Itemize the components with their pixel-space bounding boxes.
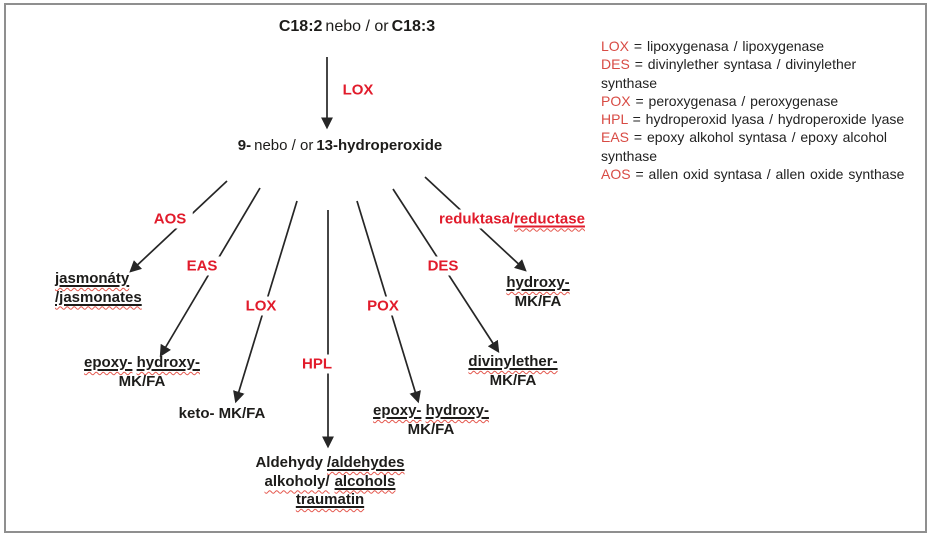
- jasmonates-line1: jasmonáty: [55, 270, 130, 287]
- substrate-connector: nebo / or: [325, 18, 389, 35]
- enzyme-label-reductase: reduktasa/reductase: [433, 209, 591, 229]
- legend-abbr-des: DES: [601, 56, 630, 73]
- hpl-product-traumatin: traumatin: [295, 491, 365, 508]
- hpl-product-aldehydy: Aldehydy: [255, 454, 323, 471]
- enzyme-label-lox-mid: LOX: [239, 296, 283, 316]
- reductase-plain: reduktasa/: [439, 210, 515, 228]
- enzyme-label-hpl: HPL: [296, 354, 338, 374]
- legend-item-lox: LOX = lipoxygenasa / lipoxygenase: [601, 37, 913, 55]
- substrate-c182: C18:2: [278, 18, 323, 35]
- product-eas-epoxy-hydroxy: epoxy- hydroxy- MK/FA: [84, 354, 200, 391]
- legend-item-aos: AOS = allen oxid syntasa / allen oxide s…: [601, 165, 913, 183]
- legend-item-pox: POX = peroxygenasa / peroxygenase: [601, 92, 913, 110]
- pox-product-word1: epoxy-: [373, 402, 422, 419]
- hydroxy-product-mkfa: MK/FA: [514, 292, 562, 310]
- abbreviation-legend: LOX = lipoxygenasa / lipoxygenase DES = …: [601, 37, 913, 183]
- legend-abbr-aos: AOS: [601, 166, 631, 183]
- hub-product: 13-hydroperoxide: [316, 137, 443, 154]
- legend-def-pox: = peroxygenasa / peroxygenase: [635, 92, 839, 109]
- legend-item-eas: EAS = epoxy alkohol syntasa / epoxy alco…: [601, 128, 913, 165]
- jasmonates-line2: /jasmonates: [55, 288, 142, 306]
- legend-abbr-lox: LOX: [601, 38, 630, 54]
- legend-item-hpl: HPL = hydroperoxid lyasa / hydroperoxide…: [601, 110, 913, 128]
- hydroxy-product-line1: hydroxy-: [506, 274, 570, 291]
- enzyme-label-lox-top: LOX: [336, 80, 380, 100]
- hpl-product-alkoholy: alkoholy/: [264, 472, 330, 490]
- hpl-product-alcohols: alcohols: [334, 472, 396, 490]
- enzyme-label-eas: EAS: [180, 256, 224, 276]
- legend-abbr-pox: POX: [601, 92, 631, 109]
- des-product-line1: divinylether-: [468, 353, 558, 370]
- product-divinylether: divinylether- MK/FA: [468, 353, 557, 390]
- substrate-c183: C18:3: [391, 18, 436, 35]
- legend-def-hpl: = hydroperoxid lyasa / hydroperoxide lya…: [632, 111, 905, 128]
- reductase-underlined: reductase: [514, 210, 585, 228]
- eas-product-word2: hydroxy-: [136, 354, 200, 371]
- eas-product-mkfa: MK/FA: [118, 372, 166, 390]
- product-jasmonates: jasmonáty /jasmonates: [55, 270, 142, 307]
- product-aldehydes-alcohols-traumatin: Aldehydy/aldehydes alkoholy/alcohols tra…: [255, 454, 404, 510]
- legend-abbr-eas: EAS: [601, 129, 630, 146]
- enzyme-label-des: DES: [421, 256, 465, 276]
- legend-item-des: DES = divinylether syntasa / divinylethe…: [601, 55, 913, 92]
- hub-prefix: 9-: [237, 137, 252, 154]
- enzyme-label-pox: POX: [361, 296, 405, 316]
- pox-product-word2: hydroxy-: [425, 402, 489, 419]
- product-hydroxy: hydroxy- MK/FA: [506, 274, 569, 311]
- product-keto: keto- MK/FA: [178, 405, 266, 422]
- enzyme-label-aos: AOS: [147, 209, 193, 229]
- legend-def-aos: = allen oxid syntasa / allen oxide synth…: [635, 166, 905, 183]
- eas-product-word1: epoxy-: [84, 354, 133, 371]
- hpl-product-aldehydes: /aldehydes: [326, 454, 405, 471]
- legend-def-lox: = lipoxygenasa / lipoxygenase: [633, 38, 825, 54]
- product-pox-epoxy-hydroxy: epoxy- hydroxy- MK/FA: [373, 402, 489, 439]
- des-product-mkfa: MK/FA: [489, 371, 537, 389]
- legend-def-eas: = epoxy alkohol syntasa / epoxy alcohol …: [601, 129, 888, 164]
- pox-product-mkfa: MK/FA: [407, 420, 455, 438]
- legend-abbr-hpl: HPL: [601, 111, 628, 128]
- legend-def-des: = divinylether syntasa / divinylether sy…: [601, 56, 857, 91]
- hub-connector: nebo / or: [254, 137, 314, 154]
